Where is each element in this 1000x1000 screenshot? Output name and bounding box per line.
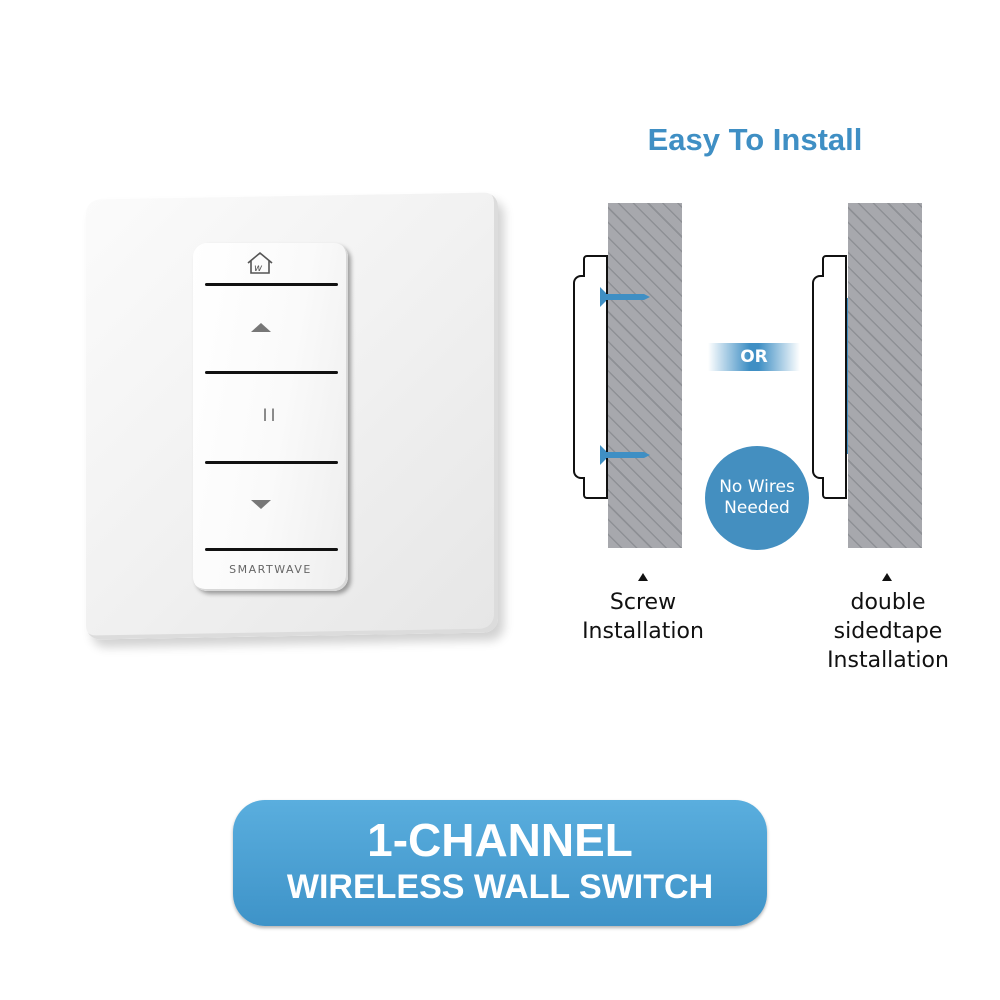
button-divider — [205, 461, 338, 464]
label-line: sidedtape — [833, 619, 943, 644]
mounting-plate — [822, 255, 847, 499]
switch-profile — [812, 275, 824, 479]
banner-subtitle: WIRELESS WALL SWITCH — [286, 868, 714, 906]
button-divider — [205, 548, 338, 551]
label-line: Screw — [609, 590, 677, 615]
product-banner: 1-CHANNEL WIRELESS WALL SWITCH — [233, 800, 767, 926]
pause-icon: II — [262, 406, 279, 426]
screw-icon — [600, 445, 650, 465]
switch-profile — [573, 275, 585, 479]
button-divider — [205, 371, 338, 374]
or-divider: OR — [708, 343, 800, 371]
page-title: Easy To Install — [647, 122, 863, 157]
tape-installation-label: double sidedtape Installation — [788, 588, 988, 675]
up-arrow-icon — [251, 323, 271, 332]
badge-line: No Wires — [719, 477, 795, 497]
button-divider — [205, 283, 338, 286]
up-button[interactable] — [193, 286, 348, 370]
no-wires-badge: No Wires Needed — [705, 446, 809, 550]
wall-illustration — [848, 203, 922, 548]
wall-illustration — [608, 203, 682, 548]
pause-button[interactable]: II — [193, 374, 348, 460]
svg-text:w: w — [254, 263, 263, 274]
brand-label: SMARTWAVE — [229, 563, 312, 576]
label-line: double — [850, 590, 926, 615]
home-logo-icon: w — [247, 251, 273, 274]
screw-icon — [600, 287, 650, 307]
down-button[interactable] — [193, 464, 348, 544]
caret-icon — [882, 573, 892, 581]
banner-title: 1-CHANNEL — [367, 814, 633, 866]
remote-switch: w II SMARTWAVE — [193, 243, 348, 591]
caret-icon — [638, 573, 648, 581]
badge-line: Needed — [724, 498, 790, 518]
label-line: Installation — [827, 648, 949, 673]
label-line: Installation — [582, 619, 704, 644]
screw-installation-label: Screw Installation — [543, 588, 743, 646]
down-arrow-icon — [251, 500, 271, 509]
